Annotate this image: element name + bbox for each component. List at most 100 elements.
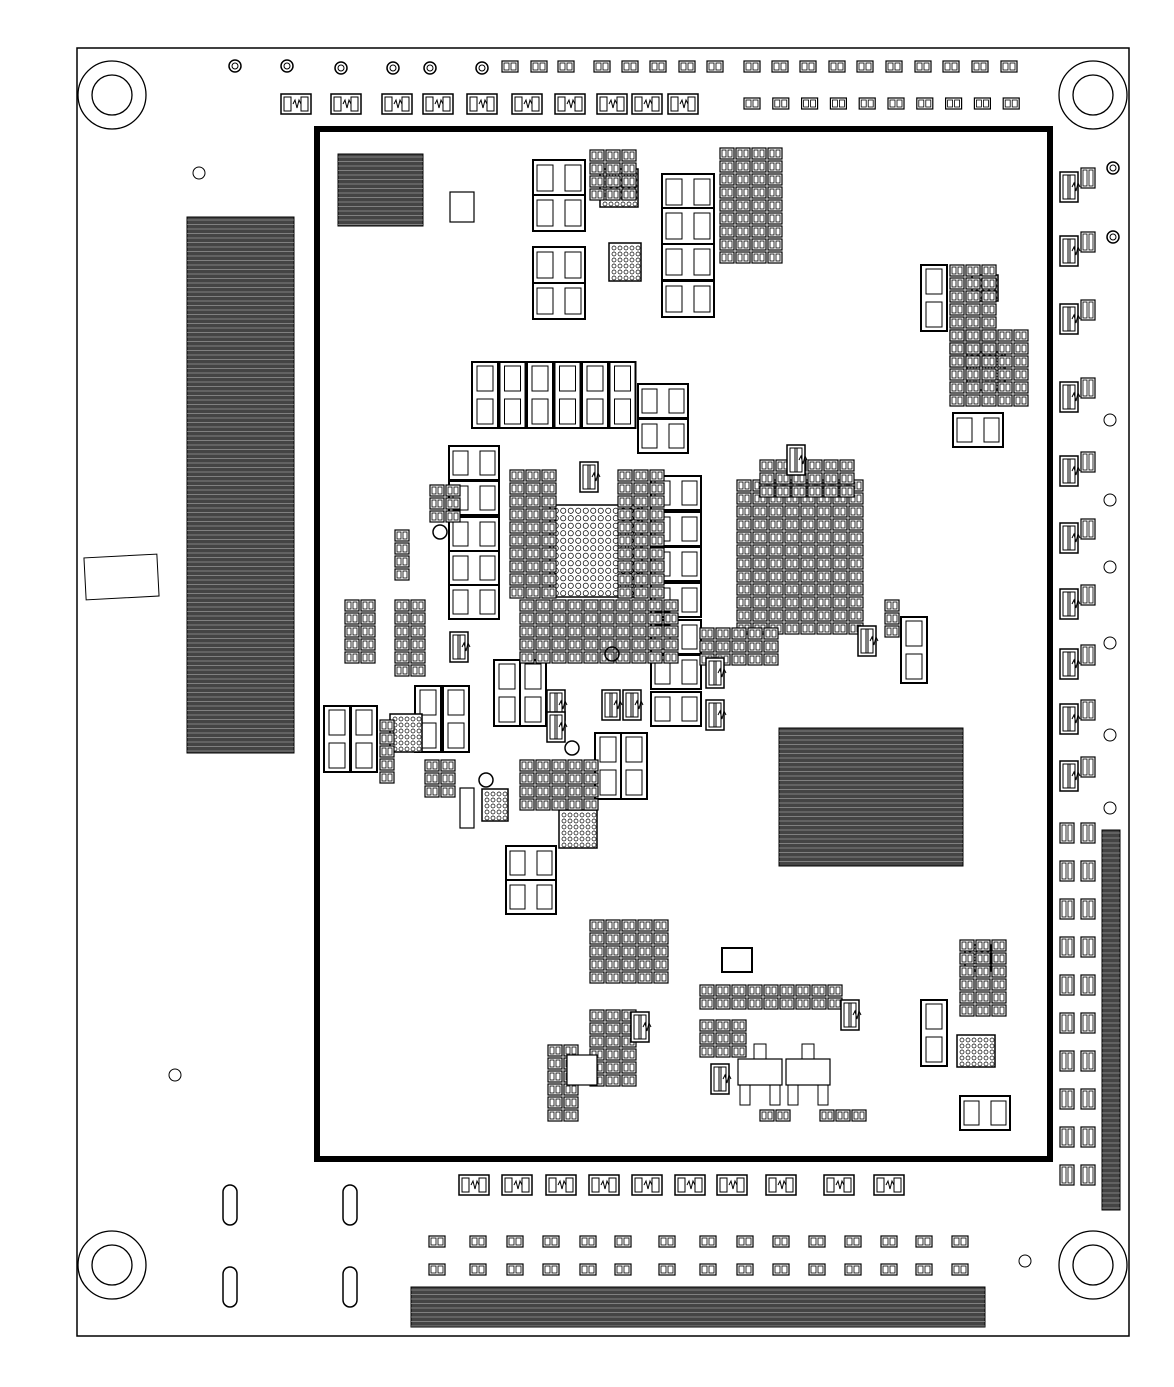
pad <box>830 62 837 71</box>
pad <box>1015 357 1021 366</box>
bga-ball <box>989 1055 995 1061</box>
bga-ball <box>983 1055 989 1061</box>
pad <box>355 709 373 736</box>
capacitor-pad <box>589 932 605 945</box>
pad <box>533 549 539 558</box>
pad <box>607 1024 613 1033</box>
capacitor-pad <box>379 745 395 758</box>
capacitor-pad <box>519 651 535 664</box>
pad <box>759 188 765 197</box>
pad <box>447 499 453 508</box>
pad <box>543 549 549 558</box>
pad <box>956 417 973 443</box>
bga-ball <box>416 740 422 746</box>
capacitor-pad <box>816 518 832 531</box>
pad <box>802 572 808 581</box>
pad <box>786 546 792 555</box>
pad <box>760 533 766 542</box>
pad <box>744 559 750 568</box>
pad <box>671 653 677 662</box>
capacitor-pad <box>653 958 669 971</box>
capacitor-pad <box>858 97 876 110</box>
capacitor-pad <box>525 469 541 482</box>
pad <box>841 474 847 483</box>
pad <box>1062 384 1071 410</box>
pad <box>396 531 402 540</box>
pad <box>641 423 658 449</box>
pad <box>983 292 989 301</box>
pad <box>769 240 775 249</box>
pad <box>760 611 766 620</box>
pad <box>1062 763 1071 789</box>
pad <box>575 653 581 662</box>
capacitor-pad <box>807 485 823 498</box>
pad <box>847 461 853 470</box>
pad <box>886 614 892 623</box>
pad <box>856 494 862 503</box>
pad <box>681 696 698 722</box>
pad <box>1062 706 1071 732</box>
capacitor-pad <box>614 1235 632 1248</box>
capacitor-pad <box>621 971 637 984</box>
pad <box>655 973 661 982</box>
pad <box>645 973 651 982</box>
pad <box>826 1177 835 1193</box>
pad <box>396 666 402 675</box>
pad <box>629 921 635 930</box>
pad <box>452 450 469 476</box>
pad <box>641 471 647 480</box>
capacitor-pad <box>519 612 535 625</box>
pad <box>737 240 743 249</box>
pad <box>639 614 645 623</box>
capacitor-pad <box>519 798 535 811</box>
bga-ball <box>965 1055 971 1061</box>
pad <box>721 162 727 171</box>
capacitor-pad <box>410 664 426 677</box>
pad <box>754 572 760 581</box>
pad <box>1021 383 1027 392</box>
pad <box>753 201 759 210</box>
capacitor-pad <box>649 469 665 482</box>
capacitor-pad <box>424 785 440 798</box>
bga-ball <box>597 515 604 522</box>
pad <box>651 575 657 584</box>
pad <box>733 986 739 995</box>
capacitor-pad <box>736 583 752 596</box>
bga-ball <box>590 590 597 597</box>
pad <box>687 62 694 71</box>
resistor <box>1059 703 1079 735</box>
pad <box>961 954 967 963</box>
pad <box>767 461 773 470</box>
pad <box>396 640 402 649</box>
capacitor-pad <box>767 251 783 264</box>
pad <box>721 253 727 262</box>
capacitor-pad <box>1080 699 1096 721</box>
pad <box>999 331 1005 340</box>
capacitor-pad <box>751 199 767 212</box>
pad <box>346 627 352 636</box>
pad <box>333 96 342 112</box>
mounting-hole <box>77 60 147 130</box>
pad <box>604 692 613 718</box>
pad <box>846 1237 853 1246</box>
capacitor-pad <box>823 472 839 485</box>
pad <box>707 999 713 1008</box>
pad <box>1002 62 1009 71</box>
capacitor-pad <box>800 583 816 596</box>
capacitor-pad <box>509 560 525 573</box>
pad <box>569 800 575 809</box>
pad <box>623 1063 629 1072</box>
bga-ball <box>567 590 574 597</box>
pad <box>977 980 983 989</box>
capacitor-pad <box>767 160 783 173</box>
pad <box>527 536 533 545</box>
capacitor-pad <box>551 772 567 785</box>
pad <box>951 396 957 405</box>
pad <box>557 96 566 112</box>
pad <box>786 507 792 516</box>
pad <box>771 986 777 995</box>
pad <box>537 800 543 809</box>
capacitor-pad <box>593 60 611 73</box>
capacitor-pad <box>816 505 832 518</box>
capacitor-pad <box>379 771 395 784</box>
